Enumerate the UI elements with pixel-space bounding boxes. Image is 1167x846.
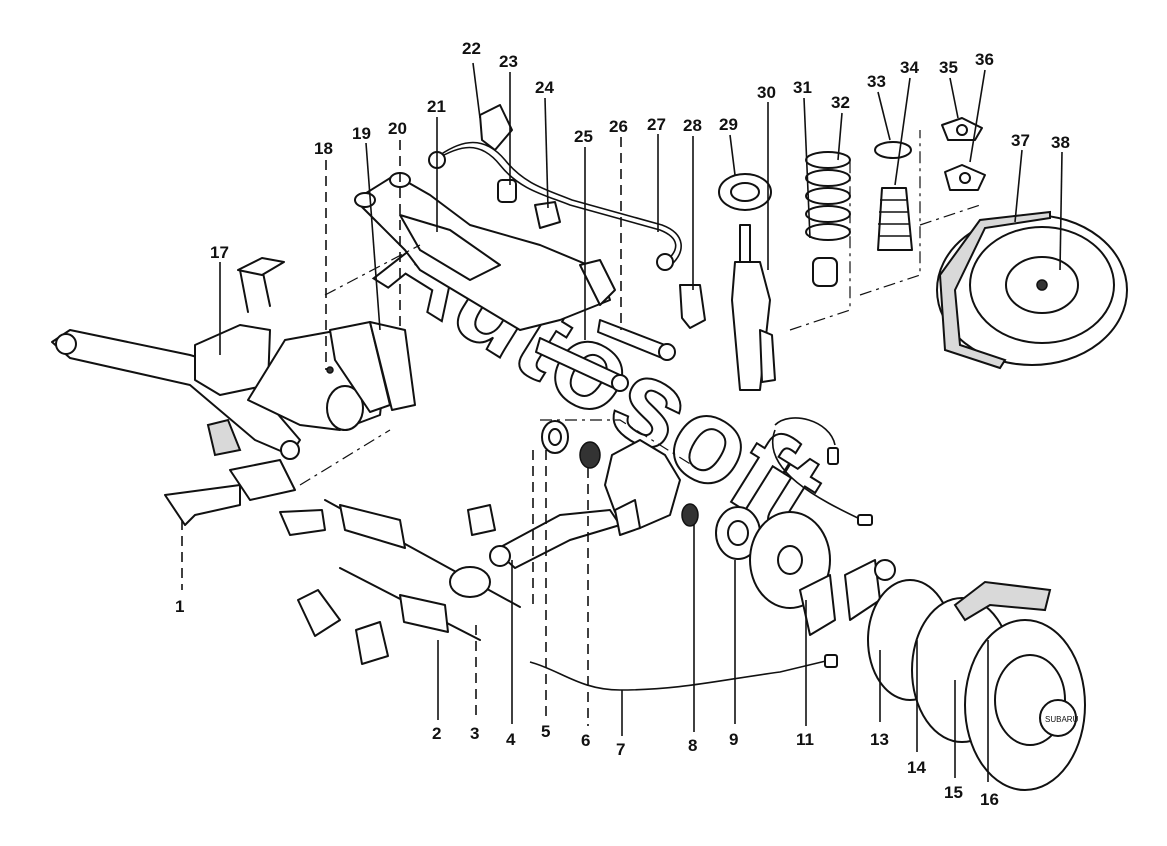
knuckle [604, 439, 681, 536]
brackets [164, 459, 326, 536]
callout-34: 34 [900, 58, 919, 77]
callout-9: 9 [729, 730, 738, 749]
drive-shafts [324, 499, 521, 641]
assembly-guide-lines [299, 130, 981, 486]
lateral-links [535, 319, 676, 392]
callout-5: 5 [541, 722, 550, 741]
callout-7: 7 [616, 740, 625, 759]
callout-15: 15 [944, 783, 963, 802]
trailing-arm [467, 504, 621, 569]
parking-brake-cable [529, 654, 838, 691]
brake-drum: SUBARU [867, 559, 1086, 791]
callout-2: 2 [432, 724, 441, 743]
callout-20: 20 [388, 119, 407, 138]
callout-37: 37 [1011, 131, 1030, 150]
callout-18: 18 [314, 139, 333, 158]
callout-1: 1 [175, 597, 184, 616]
callout-19: 19 [352, 124, 371, 143]
callout-36: 36 [975, 50, 994, 69]
callout-29: 29 [719, 115, 738, 134]
callout-24: 24 [535, 78, 554, 97]
callout-28: 28 [683, 116, 702, 135]
coil-spring [805, 151, 851, 287]
callout-numbers: 1 2 3 4 5 6 7 8 9 11 13 14 15 16 17 18 1… [175, 39, 1070, 809]
callout-33: 33 [867, 72, 886, 91]
callout-3: 3 [470, 724, 479, 743]
link-bushing [679, 284, 706, 329]
callout-25: 25 [574, 127, 593, 146]
brake-backing-plate [749, 511, 881, 636]
callout-35: 35 [939, 58, 958, 77]
callout-32: 32 [831, 93, 850, 112]
callout-22: 22 [462, 39, 481, 58]
callout-23: 23 [499, 52, 518, 71]
callout-11: 11 [796, 730, 814, 749]
rear-crossmember [51, 324, 301, 460]
spare-wheel [936, 210, 1128, 370]
callout-31: 31 [793, 78, 812, 97]
hub-badge: SUBARU [1045, 715, 1079, 724]
bump-boot [874, 141, 913, 251]
bearings [541, 420, 601, 469]
callout-13: 13 [870, 730, 889, 749]
shock-absorber [718, 173, 776, 391]
callout-27: 27 [647, 115, 666, 134]
abs-sensor-cable [772, 417, 873, 526]
strut-top-mounts [941, 117, 986, 191]
callout-8: 8 [688, 736, 697, 755]
callout-14: 14 [907, 758, 926, 777]
callout-16: 16 [980, 790, 999, 809]
callout-17: 17 [210, 243, 229, 262]
callout-21: 21 [427, 97, 446, 116]
callout-30: 30 [757, 83, 776, 102]
rear-subframe [354, 172, 616, 331]
leader-lines [181, 62, 1063, 782]
callout-6: 6 [581, 731, 590, 750]
callout-38: 38 [1051, 133, 1070, 152]
cv-boots [297, 589, 389, 665]
rear-cover-gasket [329, 321, 416, 413]
mounting-studs [237, 257, 285, 313]
hub-assembly [681, 503, 761, 560]
callout-4: 4 [506, 730, 516, 749]
callout-26: 26 [609, 117, 628, 136]
